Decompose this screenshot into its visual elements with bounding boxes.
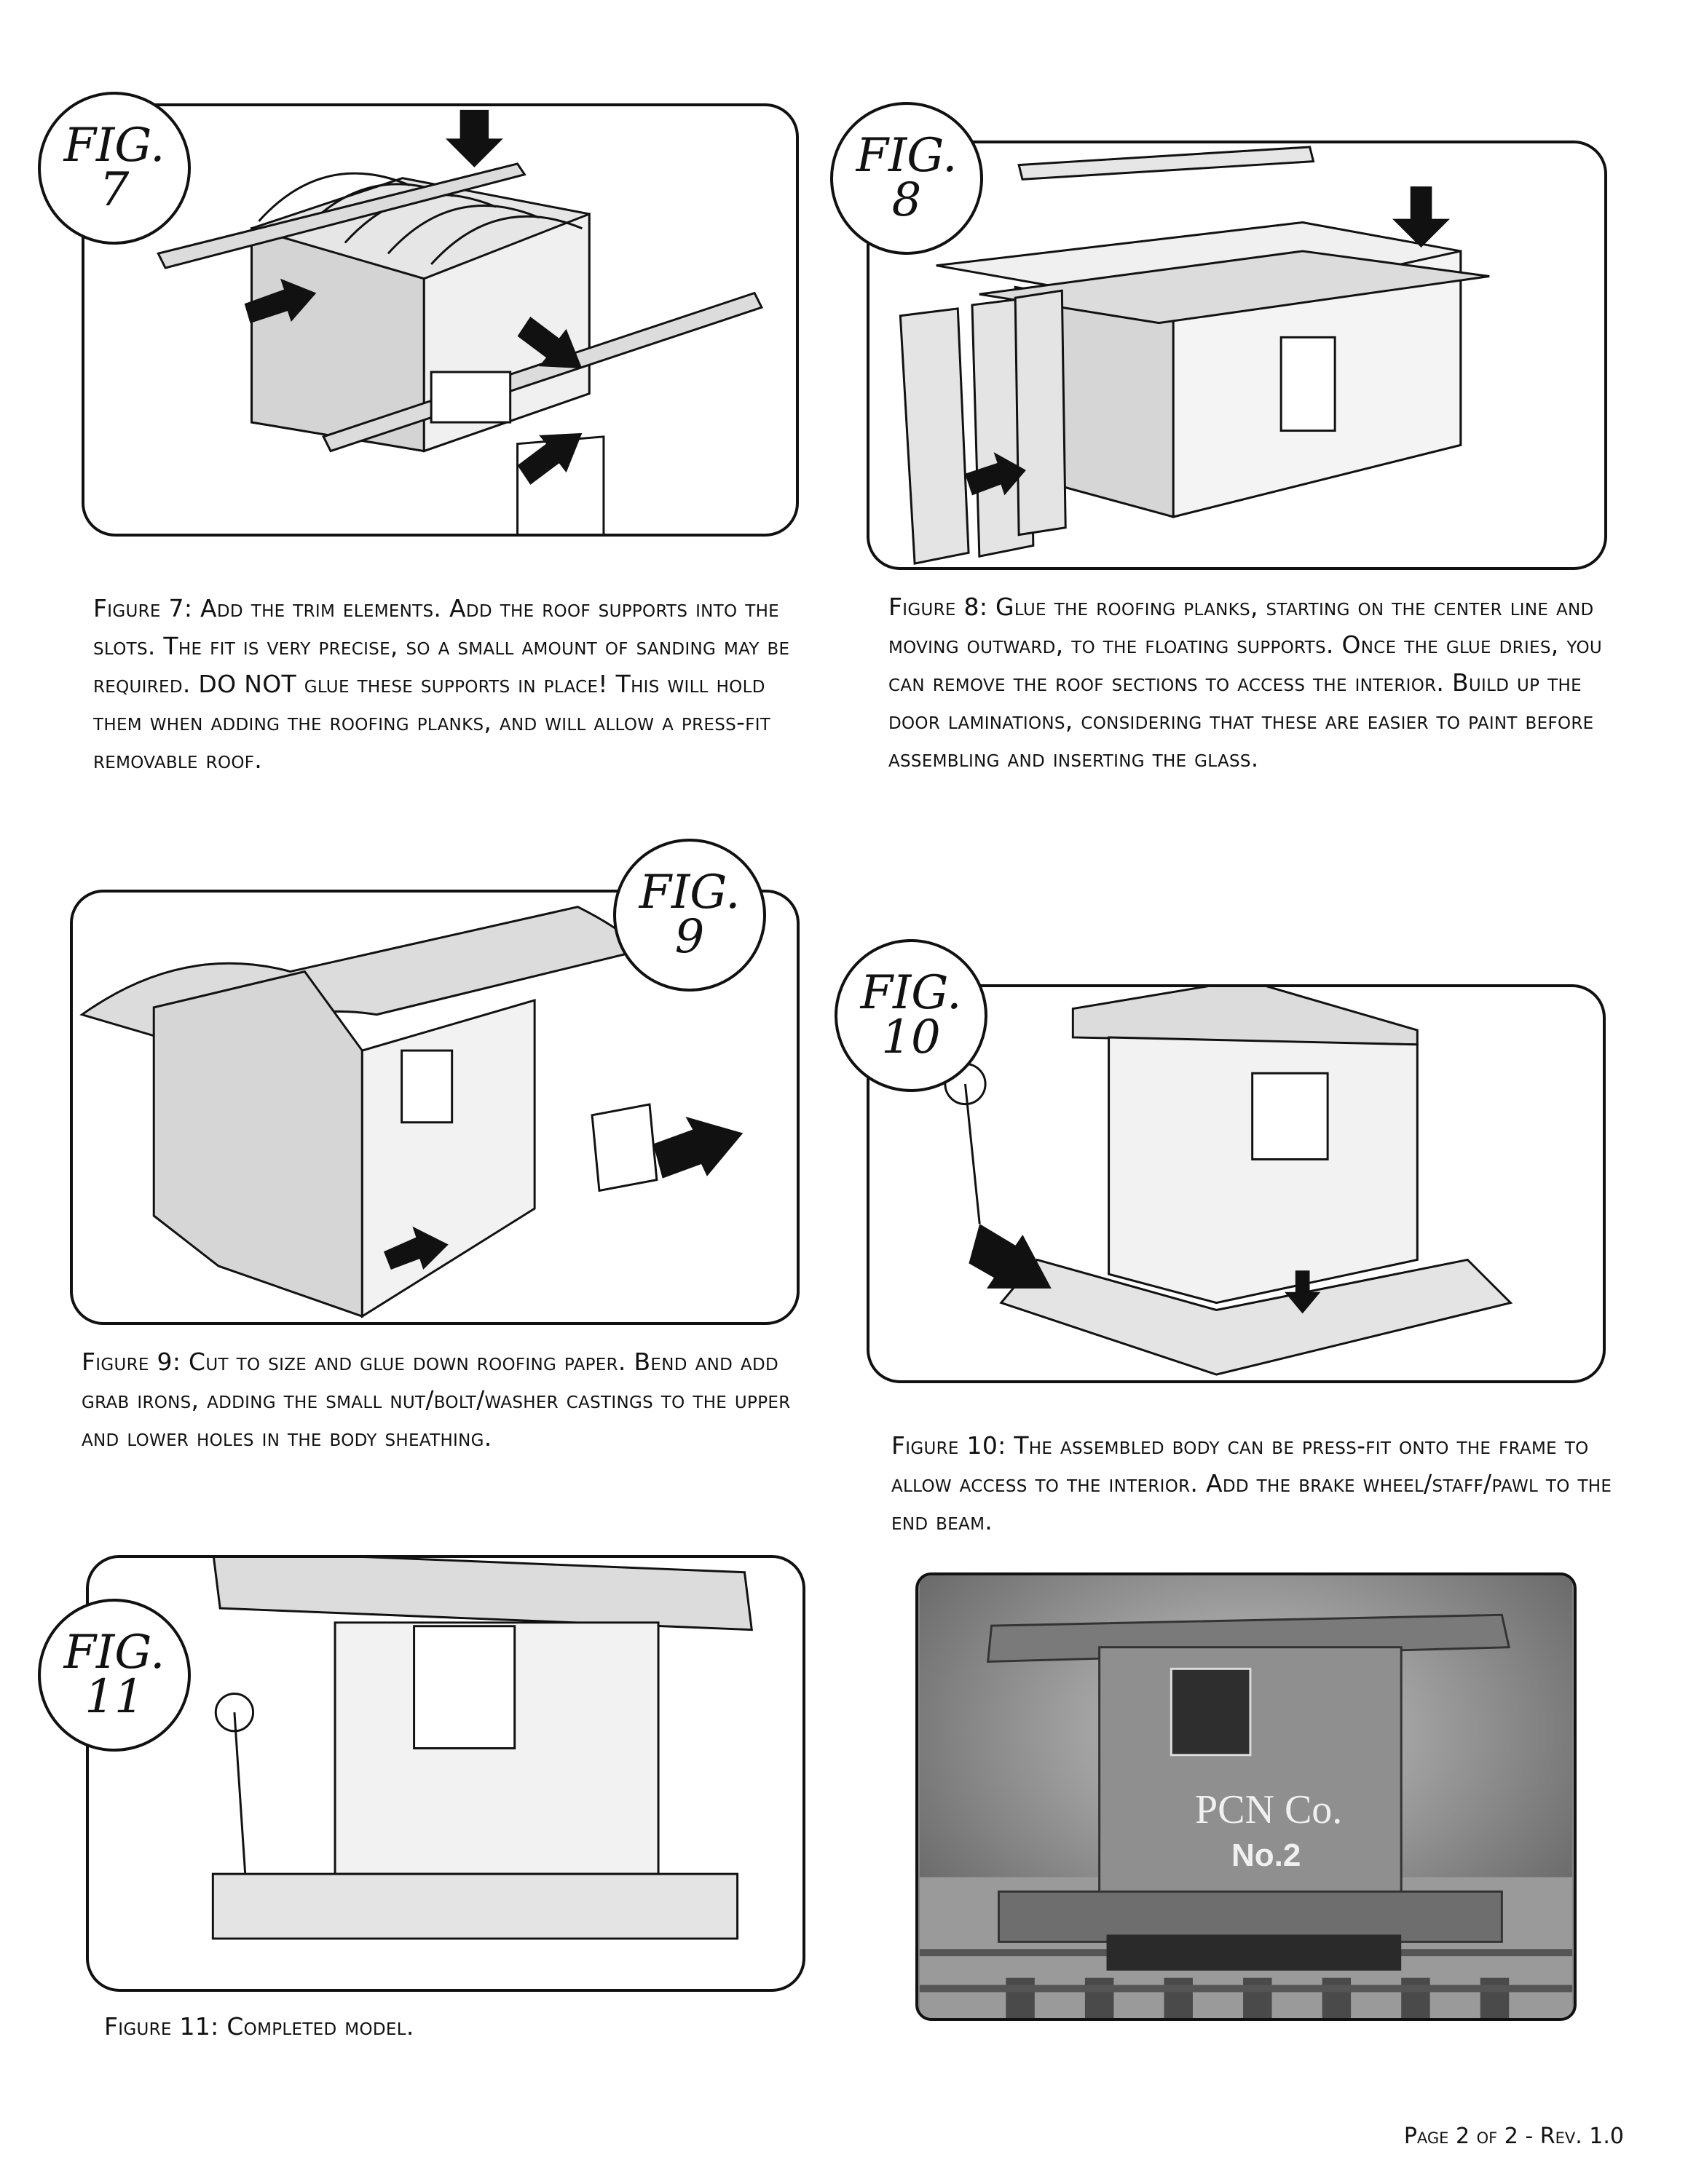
figure-11-panel — [86, 1555, 805, 1992]
photo-lettering-line1: PCN Co. — [1195, 1787, 1343, 1832]
figure-10-caption: Figure 10: The assembled body can be pre… — [891, 1431, 1612, 1535]
figure-11-badge-word: FIG. — [63, 1626, 165, 1680]
figure-10-badge: FIG. 10 — [835, 939, 987, 1092]
figure-7-badge: FIG. 7 — [38, 92, 191, 245]
figure-7-caption: Figure 7: Add the trim elements. Add the… — [93, 594, 790, 774]
figure-9-caption: Figure 9: Cut to size and glue down roof… — [82, 1348, 791, 1452]
figure-8-badge-word: FIG. — [856, 129, 958, 183]
figure-7-illustration — [157, 109, 764, 534]
figure-8-illustration — [899, 146, 1490, 565]
figure-10-badge-word: FIG. — [860, 966, 962, 1021]
figure-7-panel — [82, 103, 799, 537]
figure-10-panel — [867, 984, 1606, 1383]
figure-9-badge-word: FIG. — [639, 866, 741, 920]
figure-8-badge: FIG. 8 — [830, 102, 983, 255]
figure-11-illustration — [211, 1558, 754, 1940]
figure-7-badge-number: 7 — [99, 163, 130, 217]
completed-model-photo: PCN Co. No.2 — [915, 1572, 1577, 2021]
figure-9-badge: FIG. 9 — [613, 839, 766, 992]
figure-8-badge-number: 8 — [891, 173, 922, 227]
figure-9-badge-number: 9 — [674, 910, 705, 964]
figure-10-illustration — [944, 987, 1513, 1376]
figure-11-badge-number: 11 — [84, 1670, 144, 1724]
figure-9-illustration — [79, 906, 744, 1318]
figure-11-badge: FIG. 11 — [38, 1599, 191, 1752]
figure-7-badge-word: FIG. — [63, 119, 165, 173]
figure-10-badge-number: 10 — [881, 1010, 941, 1064]
caboose-photo-illustration — [919, 1575, 1573, 2018]
page-footer: Page 2 of 2 - Rev. 1.0 — [1403, 2124, 1624, 2149]
photo-lettering-line2: No.2 — [1231, 1837, 1301, 1873]
figure-8-panel — [867, 141, 1607, 570]
figure-8-caption: Figure 8: Glue the roofing planks, start… — [888, 593, 1602, 772]
figure-11-caption: Figure 11: Completed model. — [104, 2012, 414, 2041]
